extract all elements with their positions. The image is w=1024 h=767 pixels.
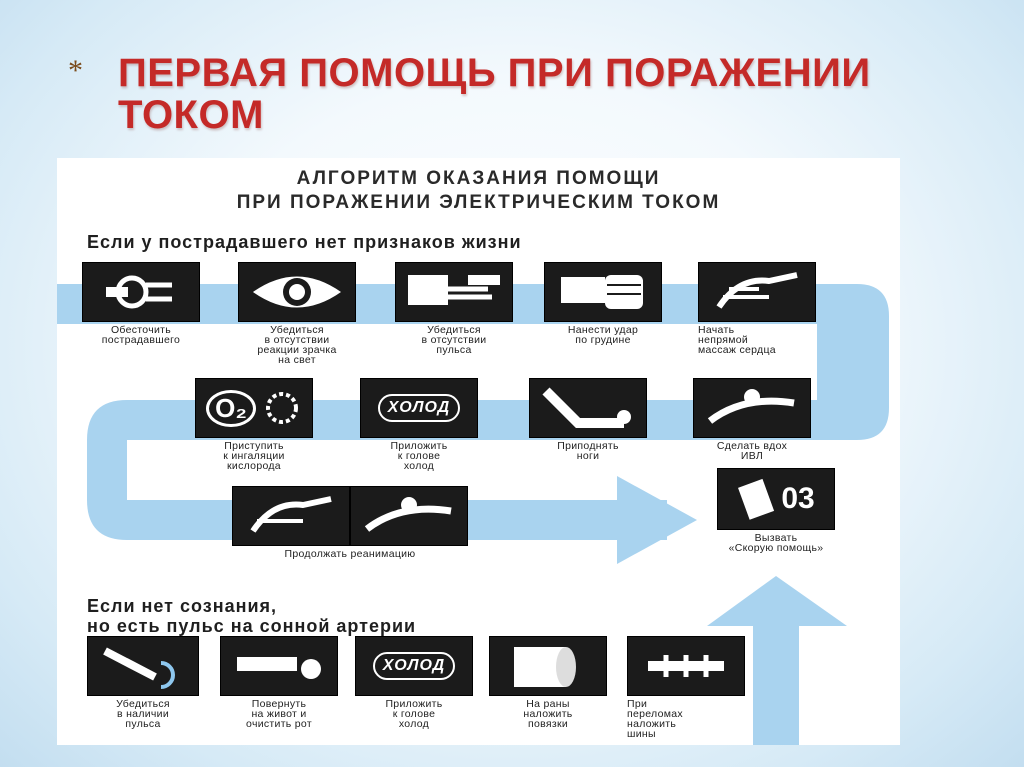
step-caption: Начать непрямой массаж сердца — [698, 324, 776, 356]
step-raise-legs: Приподнять ноги — [529, 378, 647, 461]
raise-legs-icon — [529, 378, 647, 438]
step-caption: Нанести удар по грудине — [567, 324, 639, 346]
phone-icon: 03 — [717, 468, 835, 530]
step-caption: Приподнять ноги — [557, 440, 619, 462]
step-rescue-breath: Сделать вдох ИВЛ — [693, 378, 811, 461]
poster-heading-line1: АЛГОРИТМ ОКАЗАНИЯ ПОМОЩИ — [296, 168, 661, 189]
poster-heading-line2: ПРИ ПОРАЖЕНИИ ЭЛЕКТРИЧЕСКИМ ТОКОМ — [236, 192, 721, 213]
fist-icon — [544, 262, 662, 322]
step-bandage: На раны наложить повязки — [489, 636, 607, 729]
first-aid-poster: АЛГОРИТМ ОКАЗАНИЯ ПОМОЩИ ПРИ ПОРАЖЕНИИ Э… — [57, 158, 900, 745]
step-call-ambulance: 03 Вызвать «Скорую помощь» — [717, 468, 835, 553]
step-cold-head: ХОЛОД Приложить к голове холод — [360, 378, 478, 471]
section-pulse-present-line2: но есть пульс на сонной артерии — [87, 616, 417, 636]
section-no-signs-of-life: Если у пострадавшего нет признаков жизни — [87, 232, 522, 252]
pulse-hand-icon — [395, 262, 513, 322]
step-caption: При переломах наложить шины — [627, 698, 683, 740]
pulse-check-icon — [87, 636, 199, 696]
step-turn-clear-mouth: Повернуть на живот и очистить рот — [220, 636, 338, 729]
bandage-icon — [489, 636, 607, 696]
step-caption: Обесточить пострадавшего — [101, 324, 181, 346]
oxygen-icon: O₂ — [195, 378, 313, 438]
step-caption: Вызвать «Скорую помощь» — [728, 532, 824, 554]
rescue-breath-icon — [350, 486, 468, 546]
step-start-cpr: Начать непрямой массаж сердца — [698, 262, 816, 355]
step-de-energize: Обесточить пострадавшего — [82, 262, 200, 345]
cold-icon: ХОЛОД — [360, 378, 478, 438]
slide-title: ПЕРВАЯ ПОМОЩЬ ПРИ ПОРАЖЕНИИ ТОКОМ — [118, 51, 871, 137]
step-continue-resuscitation: Продолжать реанимацию — [232, 486, 468, 559]
rescue-breath-icon — [693, 378, 811, 438]
step-strike-sternum: Нанести удар по грудине — [544, 262, 662, 345]
step-caption: Повернуть на живот и очистить рот — [246, 698, 312, 730]
section-pulse-present-line1: Если нет сознания, — [87, 596, 278, 616]
turn-over-icon — [220, 636, 338, 696]
step-caption: Приложить к голове холод — [385, 698, 443, 730]
step-splint: При переломах наложить шины — [627, 636, 745, 739]
section-pulse-present: Если нет сознания, но есть пульс на сонн… — [87, 596, 416, 636]
step-check-pupil: Убедиться в отсутствии реакции зрачка на… — [238, 262, 356, 365]
step-caption: Продолжать реанимацию — [284, 548, 416, 560]
step-oxygen: O₂ Приступить к ингаляции кислорода — [195, 378, 313, 471]
step-check-pulse: Убедиться в наличии пульса — [87, 636, 199, 729]
unplug-icon — [82, 262, 200, 322]
step-caption: Убедиться в наличии пульса — [116, 698, 170, 730]
step-caption: На раны наложить повязки — [523, 698, 573, 730]
cold-icon: ХОЛОД — [355, 636, 473, 696]
step-caption: Сделать вдох ИВЛ — [716, 440, 788, 462]
eye-icon — [238, 262, 356, 322]
step-caption: Убедиться в отсутствии реакции зрачка на… — [257, 324, 337, 366]
step-caption: Приступить к ингаляции кислорода — [223, 440, 285, 472]
chest-compression-icon — [232, 486, 350, 546]
step-caption: Приложить к голове холод — [390, 440, 448, 472]
step-caption: Убедиться в отсутствии пульса — [421, 324, 487, 356]
bullet-asterisk: * — [68, 54, 83, 87]
step-cold-head-2: ХОЛОД Приложить к голове холод — [355, 636, 473, 729]
chest-compression-icon — [698, 262, 816, 322]
splint-icon — [627, 636, 745, 696]
step-check-no-pulse: Убедиться в отсутствии пульса — [395, 262, 513, 355]
